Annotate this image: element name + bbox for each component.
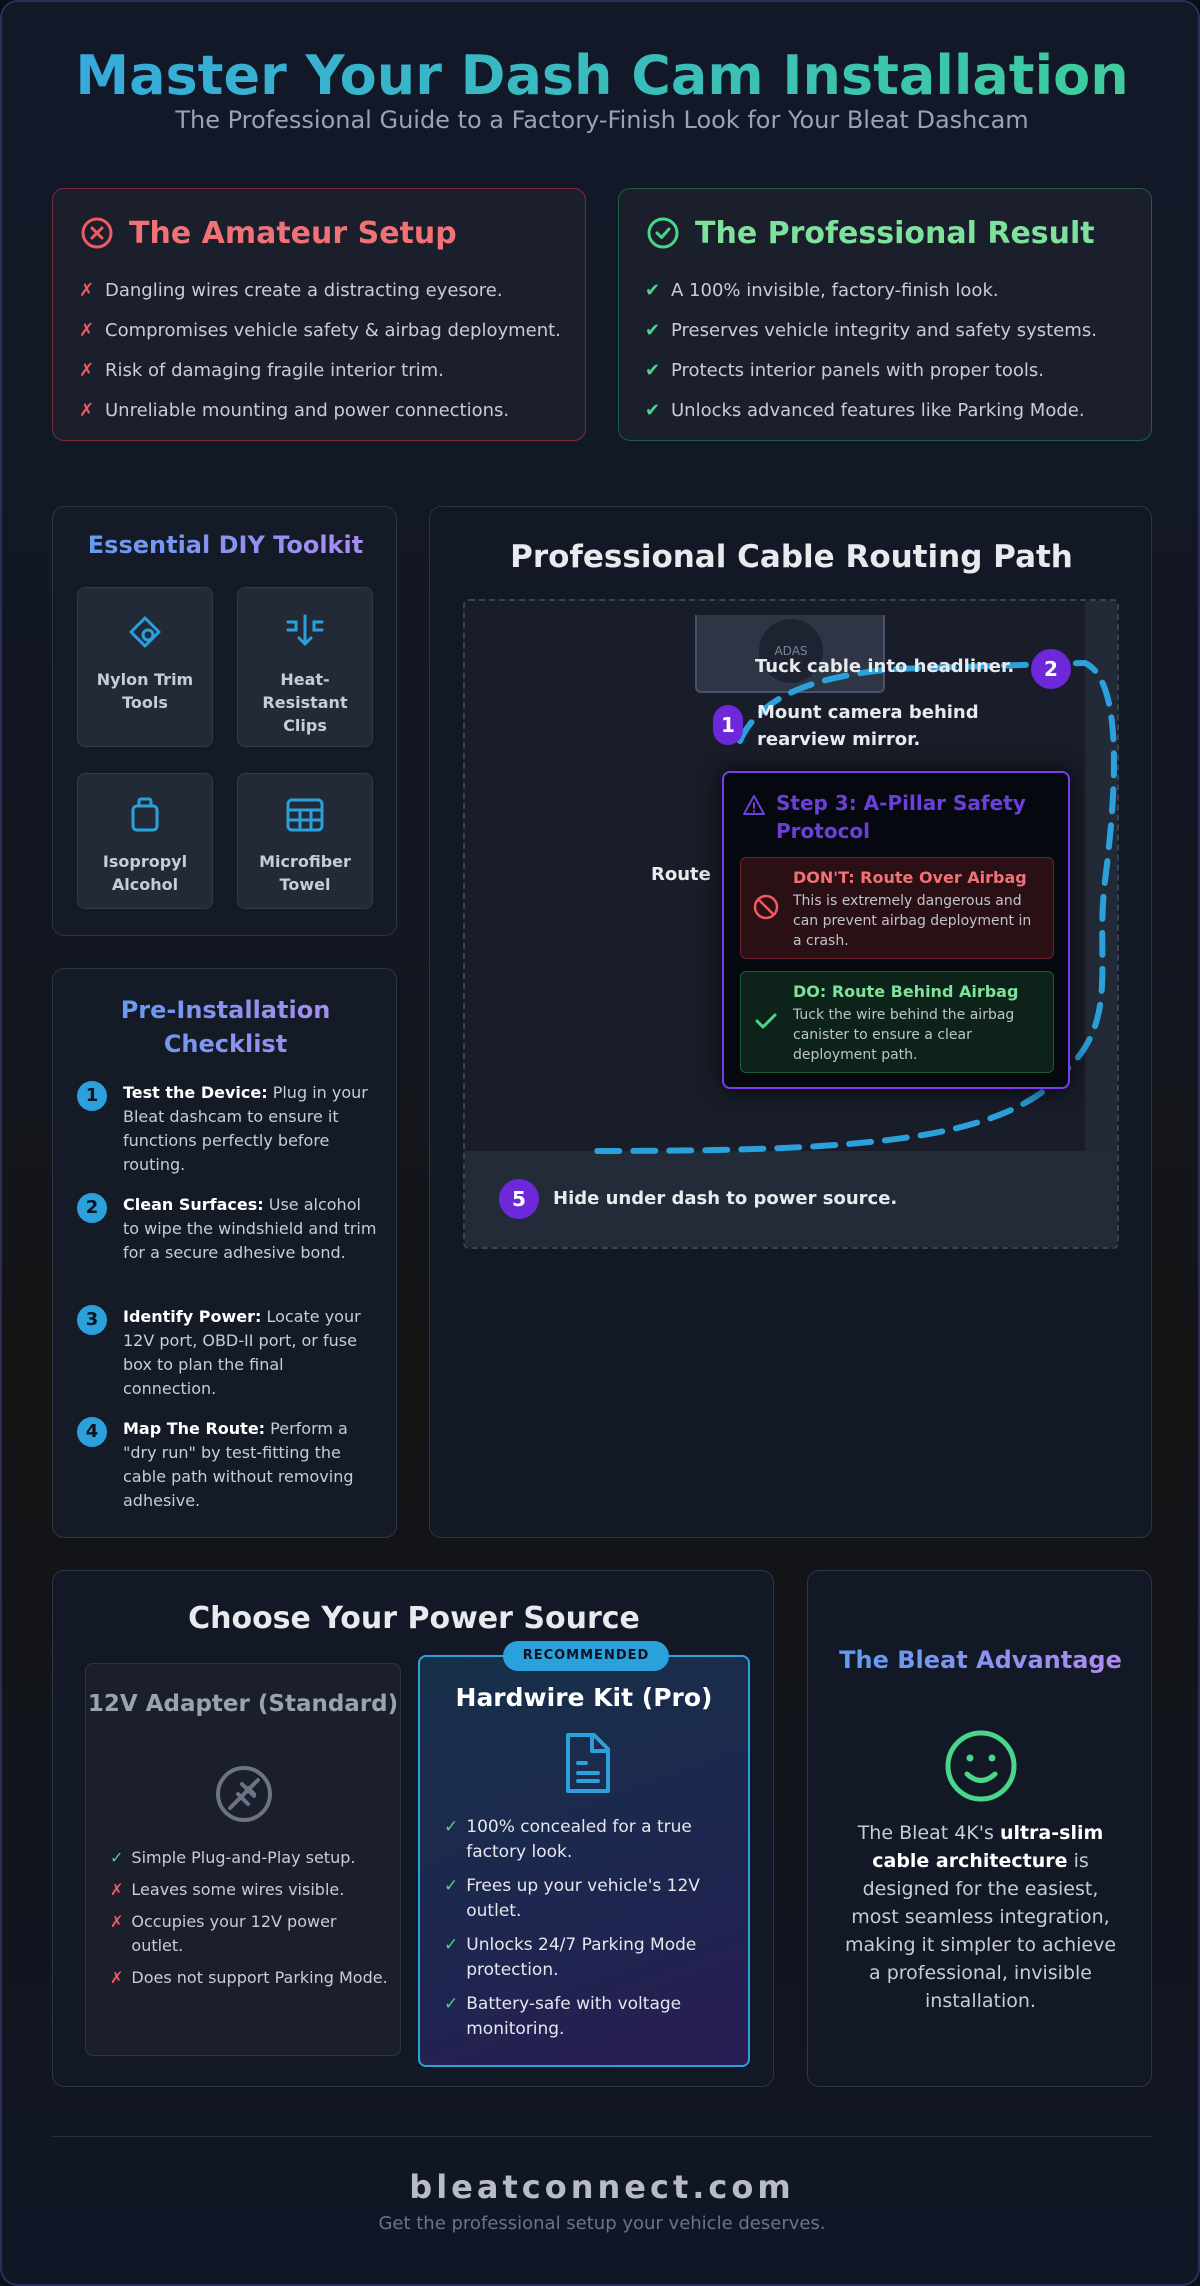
toolkit-title: Essential DIY Toolkit [53, 531, 398, 559]
towel-icon [286, 798, 324, 832]
list-item: ✗Unreliable mounting and power connectio… [79, 400, 510, 421]
car-interior-diagram: ADAS Tuck cable into headliner. 2 1 Moun… [463, 599, 1119, 1249]
list-item: ✓Simple Plug-and-Play setup. [110, 1848, 356, 1867]
standard-title: 12V Adapter (Standard) [87, 1691, 399, 1717]
professional-result-card: The Professional Result ✔A 100% invisibl… [618, 188, 1152, 441]
list-item: ✔Preserves vehicle integrity and safety … [645, 320, 1097, 341]
do-rule: DO: Route Behind Airbag Tuck the wire be… [740, 971, 1054, 1073]
tool-nylon-trim: Nylon Trim Tools [77, 587, 213, 747]
footer-site[interactable]: bleatconnect.com [409, 2168, 795, 2206]
step2-badge: 2 [1031, 649, 1071, 689]
standard-option: 12V Adapter (Standard) ✓Simple Plug-and-… [85, 1663, 401, 2056]
clip-icon [286, 614, 324, 646]
professional-title: The Professional Result [695, 215, 1095, 251]
advantage-title: The Bleat Advantage [838, 1643, 1123, 1677]
standard-list: ✓Simple Plug-and-Play setup. ✗Leaves som… [110, 1846, 390, 1998]
step1-badge: 1 [713, 705, 743, 745]
professional-list: ✔A 100% invisible, factory-finish look. … [645, 271, 1097, 431]
pry-tool-icon [129, 616, 161, 648]
recommended-badge: RECOMMENDED [503, 1641, 669, 1671]
tool-towel: Microfiber Towel [237, 773, 373, 909]
list-item: ✓100% concealed for a true factory look. [444, 1817, 692, 1862]
power-title: Choose Your Power Source [188, 1601, 640, 1636]
checklist-step: 4 Map The Route: Perform a "dry run" by … [77, 1417, 377, 1513]
amateur-list: ✗Dangling wires create a distracting eye… [79, 271, 561, 431]
safety-title: Step 3: A-Pillar Safety Protocol [776, 791, 1026, 843]
list-item: ✓Unlocks 24/7 Parking Mode protection. [444, 1935, 697, 1980]
checklist-step: 1 Test the Device: Plug in your Bleat da… [77, 1081, 377, 1177]
advantage-text: The Bleat 4K's ultra-slim cable architec… [844, 1822, 1117, 2012]
page-subtitle: The Professional Guide to a Factory-Fini… [175, 106, 1029, 134]
hardwire-title: Hardwire Kit (Pro) [455, 1683, 713, 1712]
dashboard [465, 1151, 1117, 1247]
document-icon [566, 1733, 610, 1793]
rearview-mirror: ADAS [695, 615, 885, 693]
list-item: ✔Unlocks advanced features like Parking … [645, 400, 1085, 421]
page-title: Master Your Dash Cam Installation [2, 44, 1198, 107]
checklist-step: 3 Identify Power: Locate your 12V port, … [77, 1305, 377, 1401]
routing-title: Professional Cable Routing Path [510, 539, 1073, 575]
dont-rule: DON'T: Route Over Airbag This is extreme… [740, 857, 1054, 959]
list-item: ✗Dangling wires create a distracting eye… [79, 280, 503, 301]
a-pillar-safety-panel: Step 3: A-Pillar Safety Protocol DON'T: … [722, 771, 1070, 1089]
hardwire-list: ✓100% concealed for a true factory look.… [444, 1815, 734, 2051]
step5-label: Hide under dash to power source. [553, 1188, 898, 1209]
step5-badge: 5 [499, 1179, 539, 1219]
x-circle-icon [81, 217, 113, 249]
step2-label: Tuck cable into headliner. [755, 656, 1015, 677]
checklist-card: Pre-Installation Checklist 1 Test the De… [52, 968, 397, 1538]
list-item: ✗Occupies your 12V power outlet. [110, 1912, 337, 1955]
footer-divider [52, 2136, 1152, 2137]
checkmark-icon [755, 1013, 777, 1029]
list-item: ✗Leaves some wires visible. [110, 1880, 345, 1899]
footer-tagline: Get the professional setup your vehicle … [378, 2213, 826, 2234]
cable-routing-card: Professional Cable Routing Path ADAS Tuc… [429, 506, 1152, 1538]
tool-alcohol: Isopropyl Alcohol [77, 773, 213, 909]
a-pillar [1085, 601, 1117, 1247]
list-item: ✓Frees up your vehicle's 12V outlet. [444, 1876, 700, 1921]
list-item: ✔A 100% invisible, factory-finish look. [645, 280, 999, 301]
hardwire-option: RECOMMENDED Hardwire Kit (Pro) ✓100% con… [418, 1641, 750, 2067]
step4-label: Route [651, 864, 711, 885]
power-source-card: Choose Your Power Source 12V Adapter (St… [52, 1570, 774, 2087]
list-item: ✗Risk of damaging fragile interior trim. [79, 360, 444, 381]
list-item: ✓Battery-safe with voltage monitoring. [444, 1994, 682, 2039]
cable-path [592, 659, 1117, 1154]
bottle-icon [131, 797, 159, 832]
amateur-title: The Amateur Setup [129, 215, 457, 251]
list-item: ✗Compromises vehicle safety & airbag dep… [79, 320, 561, 341]
checklist-title: Pre-Installation Checklist [83, 993, 368, 1061]
prohibited-icon [753, 894, 779, 920]
list-item: ✔Protects interior panels with proper to… [645, 360, 1045, 381]
step1-label: Mount camera behind rearview mirror. [757, 702, 979, 750]
toolkit-card: Essential DIY Toolkit Nylon Trim Tools H… [52, 506, 397, 936]
plug-icon [216, 1766, 272, 1822]
adas-lens: ADAS [759, 619, 823, 683]
check-circle-icon [647, 217, 679, 249]
checklist-step: 2 Clean Surfaces: Use alcohol to wipe th… [77, 1193, 377, 1265]
tool-clips: Heat-Resistant Clips [237, 587, 373, 747]
warning-icon [743, 795, 765, 815]
amateur-setup-card: The Amateur Setup ✗Dangling wires create… [52, 188, 586, 441]
bleat-advantage-card: The Bleat Advantage The Bleat 4K's ultra… [807, 1570, 1152, 2087]
list-item: ✗Does not support Parking Mode. [110, 1968, 388, 1987]
smile-icon [945, 1730, 1017, 1802]
